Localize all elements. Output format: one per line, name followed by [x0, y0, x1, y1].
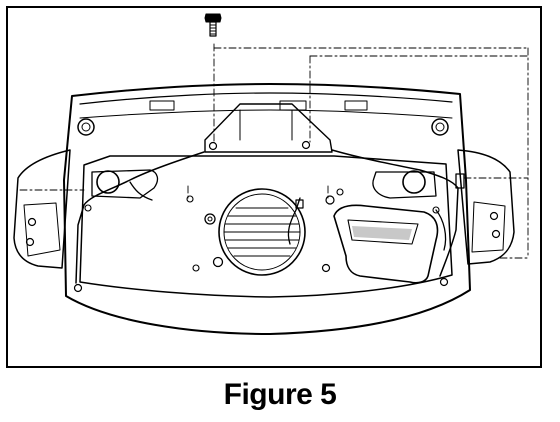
- left-grommet-hole: [96, 170, 120, 194]
- harness-connector-speaker: [295, 199, 304, 209]
- left-tail-bracket: [13, 149, 71, 269]
- left-panel-cutout: [91, 169, 159, 199]
- wiring-harness-latch: [435, 209, 447, 251]
- figure-caption: Figure 5: [223, 378, 337, 411]
- trunk-lid-upper-lip: [79, 92, 453, 105]
- trunk-lid-outline: [63, 83, 471, 335]
- panel-screw-3: [325, 195, 335, 205]
- left-tail-bracket-inner: [23, 202, 61, 257]
- upper-left-grommet-core: [81, 122, 91, 132]
- harness-connector-right: [455, 173, 465, 189]
- alignment-guides: [19, 43, 529, 259]
- latch-housing: [333, 204, 439, 284]
- lower-left-corner-bolt: [73, 283, 83, 293]
- wiring-harness-right: [331, 149, 459, 277]
- right-bracket-bolt-upper: [489, 211, 499, 221]
- panel-screw-7: [336, 188, 344, 196]
- right-edge-clip: [432, 206, 440, 214]
- figure-frame: [6, 6, 542, 368]
- lower-right-corner-bolt: [439, 277, 449, 287]
- speaker-cover-outer: [218, 188, 306, 276]
- lid-top-recess-2: [279, 100, 307, 111]
- center-bracket: [204, 103, 333, 153]
- panel-screw-1: [204, 213, 216, 225]
- latch-housing-shade: [352, 226, 412, 240]
- right-tail-bracket-inner: [471, 201, 506, 253]
- latch-housing-inner: [347, 219, 419, 245]
- lid-top-recess-3: [344, 100, 368, 111]
- panel-screw-1-core: [207, 216, 213, 222]
- right-grommet-hole: [402, 170, 426, 194]
- bolt-icon: [204, 13, 222, 37]
- center-bracket-inner: [239, 109, 293, 141]
- left-bracket-bolt-upper: [27, 217, 37, 227]
- center-bracket-bolt-left: [208, 141, 218, 151]
- left-edge-clip: [84, 204, 92, 212]
- wiring-harness-to-speaker: [287, 197, 301, 245]
- panel-screw-2: [212, 256, 224, 268]
- right-panel-cutout: [372, 171, 437, 199]
- inner-panel-outline: [79, 155, 453, 298]
- right-bracket-bolt-lower: [491, 229, 501, 239]
- speaker-grille: [223, 207, 301, 257]
- wiring-harness-left-branch: [129, 181, 153, 201]
- panel-screw-5: [186, 195, 194, 203]
- panel-screw-4: [321, 263, 331, 273]
- upper-left-grommet: [77, 118, 95, 136]
- right-tail-bracket: [457, 149, 515, 265]
- panel-screw-6: [192, 264, 200, 272]
- trunk-lid-recess-line: [79, 109, 453, 119]
- upper-right-grommet: [431, 118, 449, 136]
- center-bracket-bolt-right: [301, 140, 311, 150]
- left-bracket-bolt-lower: [25, 237, 35, 247]
- lid-top-recess-1: [149, 100, 175, 111]
- wiring-harness-main: [75, 151, 205, 284]
- upper-right-grommet-core: [435, 122, 445, 132]
